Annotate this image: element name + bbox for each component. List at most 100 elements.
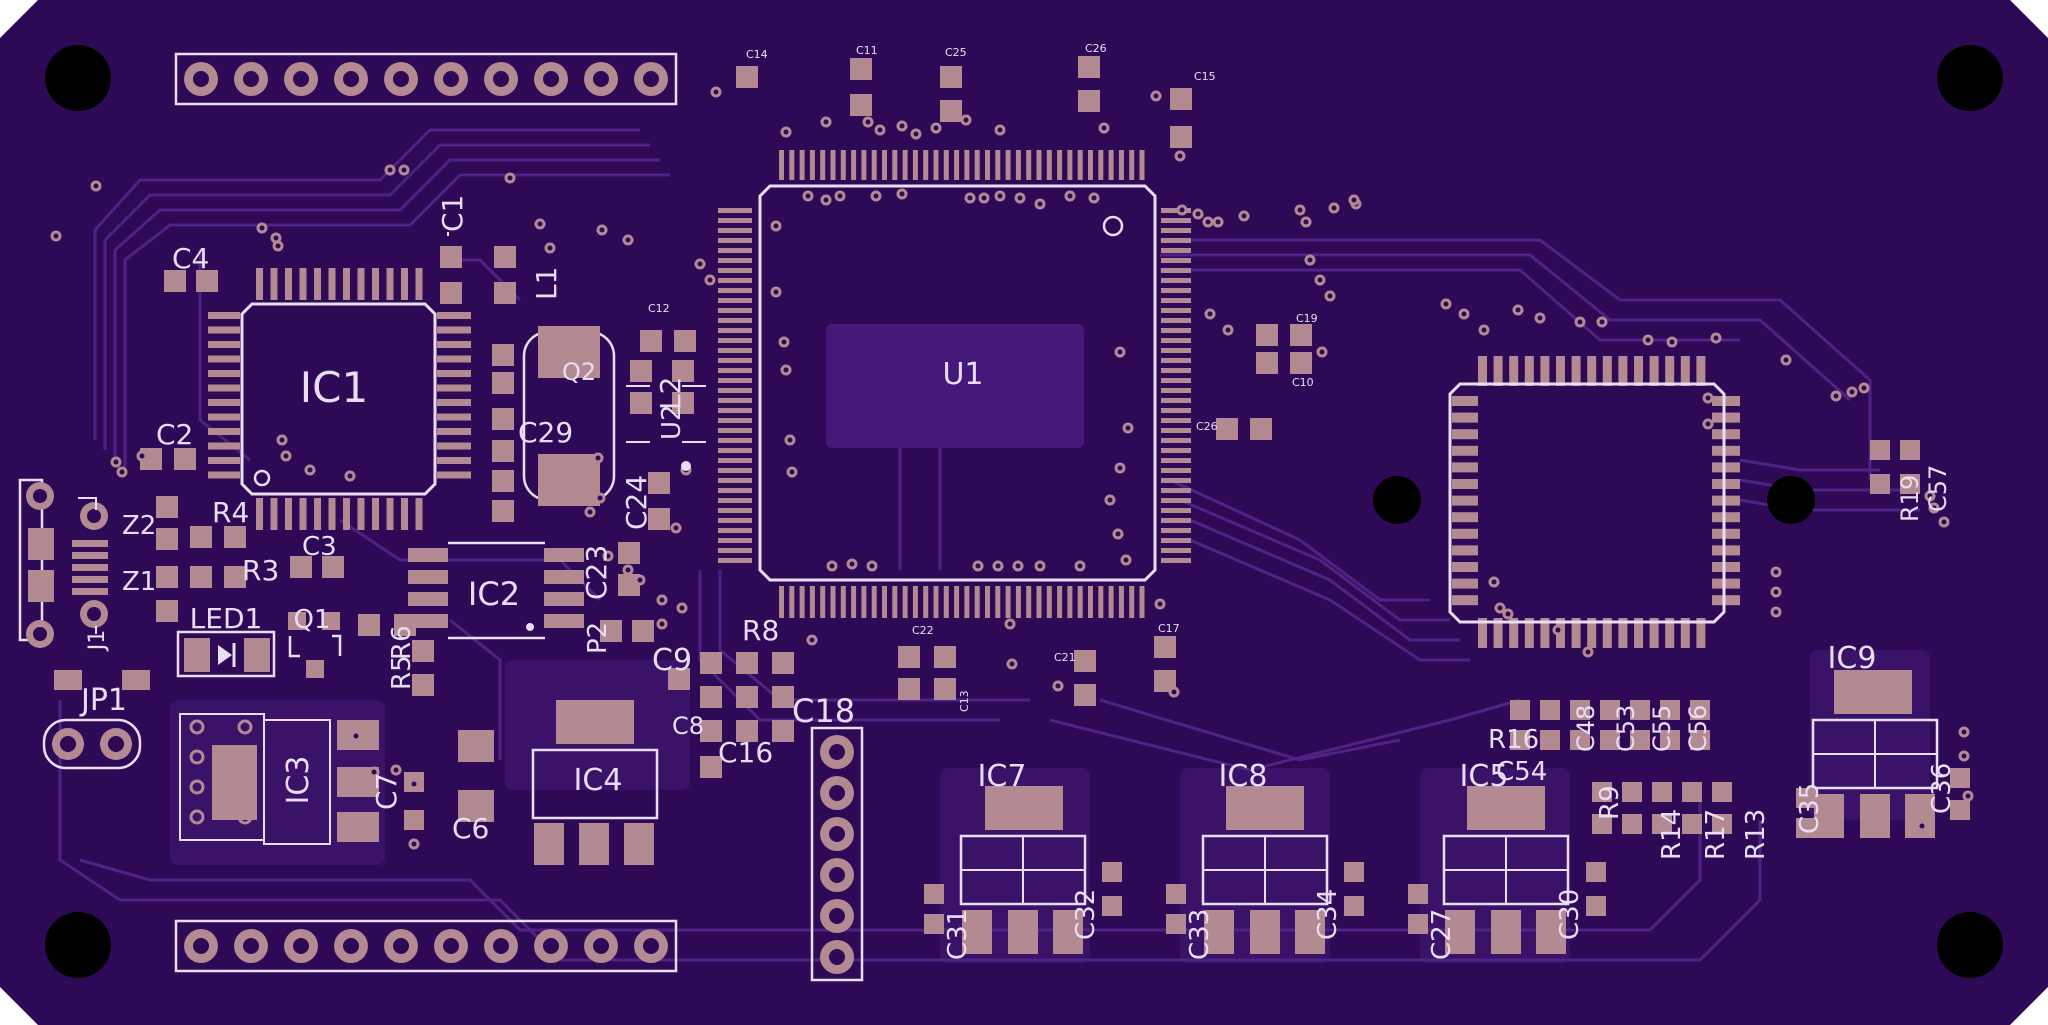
- smd-pad: [1870, 440, 1890, 460]
- u1-pin: [902, 586, 908, 618]
- r17-label: R17: [1701, 809, 1731, 860]
- qfp-pin: [1452, 479, 1478, 489]
- qfp-pin: [1712, 479, 1740, 489]
- smd-pad: [1690, 730, 1710, 750]
- qfp-pin: [1493, 356, 1503, 386]
- via-hole: [659, 597, 665, 603]
- via-hole: [1515, 307, 1521, 313]
- ic1-pin: [314, 498, 321, 530]
- u1-pin: [933, 586, 939, 618]
- via-hole: [1965, 793, 1971, 799]
- qfp-pin: [1696, 618, 1706, 648]
- smd-pad: [1870, 474, 1890, 494]
- u1-pin: [830, 150, 836, 180]
- u1-pin: [718, 418, 752, 423]
- u1-pin: [954, 586, 960, 618]
- u1-pin: [995, 150, 1001, 180]
- c2-label: C2: [156, 418, 193, 451]
- jp1-label: JP1: [79, 683, 127, 718]
- c36-label: C36: [1927, 763, 1957, 814]
- smd-pad: [1074, 650, 1096, 672]
- u1-pin: [1161, 258, 1191, 263]
- u1-pin: [1161, 318, 1191, 323]
- ic1-pin: [299, 268, 307, 300]
- ic3-pin: [189, 749, 205, 765]
- ic1-pin: [437, 428, 471, 435]
- u1-pin: [1161, 268, 1191, 273]
- u1-pin: [882, 150, 887, 180]
- smd-pad: [630, 360, 652, 382]
- r3-label: R3: [242, 554, 279, 587]
- u1-pin: [1161, 358, 1191, 363]
- header-pin-hole: [543, 71, 559, 87]
- qfp-pin: [1680, 356, 1690, 386]
- ic1-pin: [415, 498, 423, 530]
- ic2-pin: [408, 592, 448, 606]
- ic1-pin: [208, 384, 240, 392]
- u1-pin: [1161, 468, 1191, 473]
- via-hole: [1123, 557, 1129, 563]
- u1-pin: [1067, 586, 1073, 618]
- ic1-pin: [208, 341, 240, 348]
- via-hole: [1481, 327, 1487, 333]
- u1-pin: [1161, 418, 1191, 423]
- ic1-pin: [343, 268, 350, 300]
- silkscreen-outlines: [447, 232, 706, 471]
- ic1-pin: [437, 471, 471, 479]
- u1-pin: [1161, 428, 1191, 433]
- via-hole: [113, 459, 119, 465]
- u1-label: U1: [942, 357, 983, 392]
- smd-pad: [54, 670, 82, 690]
- via-hole: [1009, 661, 1015, 667]
- qfp-pin: [1571, 356, 1581, 386]
- u1-pin: [974, 150, 980, 180]
- via-hole: [1833, 393, 1839, 399]
- u1-pin: [871, 586, 877, 618]
- via-hole: [1125, 425, 1131, 431]
- via-hole: [259, 225, 265, 231]
- via-hole: [587, 509, 593, 515]
- u1-pin: [718, 268, 752, 273]
- via-hole: [393, 767, 399, 773]
- u1-pin: [718, 458, 752, 463]
- traces: [58, 128, 1920, 962]
- u1-pin: [718, 548, 752, 553]
- ic1-pin: [401, 498, 408, 530]
- via-hole: [1205, 219, 1211, 225]
- via-hole: [537, 221, 543, 227]
- c22-label: C22: [912, 624, 934, 637]
- via-hole: [1927, 493, 1933, 499]
- u1-pin: [1161, 248, 1191, 253]
- via-hole: [673, 525, 679, 531]
- smd-pad: [924, 884, 944, 904]
- via-hole: [1177, 153, 1183, 159]
- via-hole: [1037, 201, 1043, 207]
- c56-label: C56: [1684, 705, 1712, 752]
- via-hole: [1327, 293, 1333, 299]
- ic1-pin: [437, 384, 471, 392]
- via-hole: [1077, 563, 1083, 569]
- header-pin-hole: [243, 71, 259, 87]
- u1-pin: [718, 508, 752, 513]
- qfp-pin: [1452, 429, 1478, 440]
- u1-pin: [871, 150, 877, 180]
- via-hole: [1351, 197, 1357, 203]
- ic1-pin: [357, 498, 365, 530]
- l1-label: L1: [530, 267, 563, 300]
- qfp-pin: [1478, 618, 1487, 648]
- u1-pin: [1161, 208, 1191, 213]
- via-hole: [1207, 311, 1213, 317]
- jp1-jumper: JP1: [42, 683, 142, 770]
- qfp-pin: [1452, 562, 1478, 572]
- u1-pin: [943, 150, 949, 180]
- via-hole: [353, 733, 359, 739]
- u1-pin: [1077, 150, 1083, 180]
- smd-pad: [412, 640, 434, 662]
- via-hole: [781, 339, 787, 345]
- u1-pin: [974, 586, 980, 618]
- via-hole: [371, 769, 377, 775]
- via-hole: [1215, 219, 1221, 225]
- qfp-pin: [1452, 545, 1478, 556]
- smd-pad: [648, 472, 670, 494]
